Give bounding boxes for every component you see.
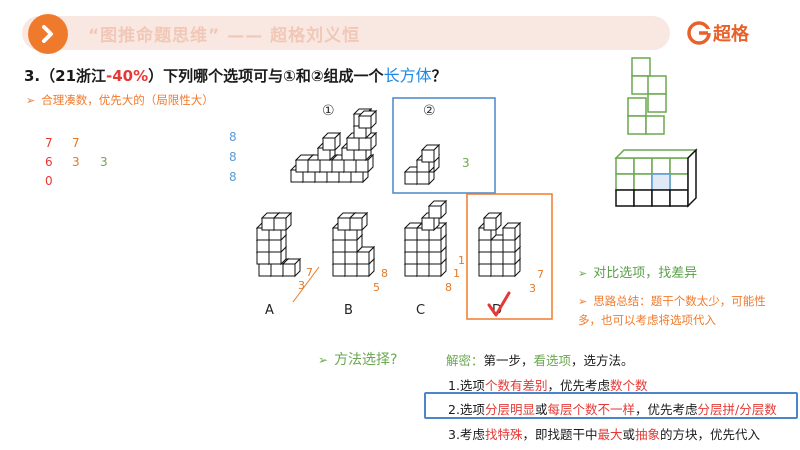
- option-c-num: 1: [453, 267, 460, 280]
- option-a-num: 3: [298, 279, 305, 292]
- option-b-cubes: [332, 212, 375, 277]
- option-a-cubes: [256, 212, 301, 277]
- left-num: 6: [45, 155, 53, 169]
- option-a-arrow: [292, 266, 320, 303]
- banner-title: “图推命题思维” —— 超格刘义恒: [88, 26, 361, 46]
- cube-answer-figure: [614, 57, 698, 208]
- option-c-num: 8: [445, 281, 452, 294]
- option-b-num: 5: [373, 281, 380, 294]
- option-c-label: C: [416, 303, 425, 318]
- highlight-box: [424, 392, 798, 419]
- question-text: 3.（21浙江-40%）下列哪个选项可与①和②组成一个长方体？: [24, 62, 447, 86]
- solution-heading: 解密：第一步，看选项，选方法。: [446, 353, 634, 368]
- chevron-right-icon: [42, 25, 53, 43]
- option-d-num: 7: [537, 268, 544, 281]
- question-target: 长方体: [383, 66, 432, 85]
- option-d-cubes: [478, 212, 521, 277]
- shape-2-count: 3: [462, 156, 470, 170]
- question-figure: ① ② 3 7 3 A 8 5 B: [243, 97, 556, 321]
- question-number: 3.（21浙江: [24, 67, 107, 85]
- solution-line-3: 3.考虑找特殊，即找题干中最大或抽象的方块，优先代入: [448, 427, 761, 442]
- header: “图推命题思维” —— 超格刘义恒 超格: [0, 0, 800, 62]
- shape-2-label: ②: [423, 103, 436, 119]
- brand-name: 超格: [713, 24, 749, 45]
- green-stack-cubes: [627, 57, 667, 135]
- solution-line-2: 2.选项分层明显或每层个数不一样，优先考虑分层拼/分层数: [448, 402, 777, 417]
- shape-2-cubes: [404, 144, 440, 185]
- option-c-cubes: [404, 200, 447, 277]
- left-num: 3: [100, 155, 108, 169]
- option-b-label: B: [344, 303, 353, 318]
- arrow-bullet-icon: ➢: [578, 267, 588, 280]
- checkmark-icon: [487, 291, 511, 317]
- hint-text: ➢合理凑数，优先大的（局限性大）: [26, 93, 214, 107]
- option-d-num: 3: [529, 282, 536, 295]
- option-a-label: A: [265, 303, 274, 318]
- answer-box: [466, 193, 553, 320]
- brand-logo-icon: [687, 21, 711, 45]
- question-rate: -40%: [106, 67, 149, 85]
- left-num: 7: [45, 136, 53, 150]
- method-question: ➢方法选择?: [318, 352, 398, 368]
- shape-num: 8: [229, 150, 237, 164]
- cube-figure-svg: ① ② 3 7 3 A 8 5 B: [256, 97, 553, 320]
- left-num: 3: [72, 155, 80, 169]
- shape-2-box: [392, 97, 496, 194]
- play-button[interactable]: [28, 14, 68, 54]
- arrow-bullet-icon: ➢: [578, 295, 588, 308]
- option-b-num: 8: [381, 267, 388, 280]
- question-mid: ）下列哪个选项可与①和②组成一个: [148, 67, 384, 85]
- option-c-num: 1: [458, 254, 465, 267]
- arrow-bullet-icon: ➢: [318, 353, 329, 367]
- left-num: 0: [45, 174, 53, 188]
- summary-tip: ➢思路总结：题干个数太少，可能性多，也可以考虑将选项代入: [578, 294, 766, 327]
- question-end: ？: [431, 67, 447, 85]
- shape-num: 8: [229, 170, 237, 184]
- arrow-bullet-icon: ➢: [26, 94, 36, 107]
- shape-1-cubes: [290, 108, 377, 183]
- combined-box-cubes: [614, 148, 698, 208]
- shape-num: 8: [229, 130, 237, 144]
- compare-tip: ➢对比选项，找差异: [578, 266, 698, 281]
- left-num: 7: [72, 136, 80, 150]
- option-a-num: 7: [306, 266, 313, 279]
- title-banner: [22, 16, 670, 50]
- solution-line-1: 1.选项个数有差别，优先考虑数个数: [448, 378, 648, 393]
- shape-1-label: ①: [322, 103, 335, 119]
